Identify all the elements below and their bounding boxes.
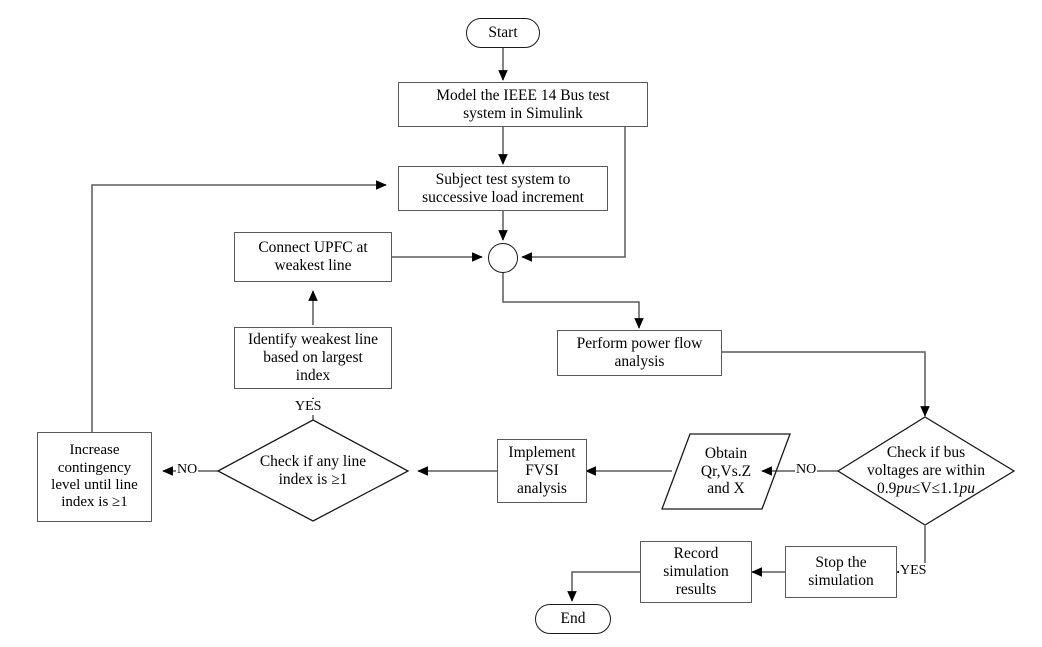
- node-subject-load-increment-label: Subject test system to successive load i…: [422, 170, 584, 206]
- node-junction-connector: [488, 243, 518, 273]
- node-record-results-label: Record simulation results: [663, 545, 729, 598]
- edge-label-no-obtain: NO: [795, 462, 818, 478]
- shape-parallelogram-obtain: [661, 433, 791, 510]
- node-end-label: End: [560, 610, 586, 628]
- node-identify-weakest-line-label: Identify weakest line based on largest i…: [248, 331, 378, 384]
- node-implement-fvsi-label: Implement FVSI analysis: [508, 444, 576, 497]
- shape-diamond-check-bus: [836, 416, 1016, 526]
- node-start[interactable]: Start: [466, 18, 540, 48]
- node-end[interactable]: End: [535, 604, 611, 634]
- node-perform-power-flow-label: Perform power flow analysis: [576, 335, 703, 370]
- node-connect-upfc-label: Connect UPFC at weakest line: [258, 239, 368, 274]
- check-bus-line3-a: 0.9: [877, 479, 897, 497]
- edge-label-no-contingency: NO: [176, 462, 199, 478]
- node-perform-power-flow[interactable]: Perform power flow analysis: [557, 330, 722, 376]
- check-bus-line3-pu1: pu: [896, 479, 912, 497]
- edge-record-to-end: [567, 571, 640, 602]
- check-bus-line3-c: ≤V≤1.1: [911, 479, 960, 497]
- edge-junction-to-perform: [502, 272, 644, 329]
- check-bus-line2: voltages are within: [867, 462, 985, 480]
- node-stop-simulation[interactable]: Stop the simulation: [785, 546, 897, 598]
- node-connect-upfc[interactable]: Connect UPFC at weakest line: [234, 232, 392, 282]
- edge-label-yes-upfc: YES: [294, 399, 323, 415]
- node-stop-simulation-label: Stop the simulation: [808, 554, 874, 589]
- node-model-system[interactable]: Model the IEEE 14 Bus test system in Sim…: [398, 82, 648, 127]
- node-start-label: Start: [488, 24, 518, 42]
- edge-increase-to-subject: [91, 180, 387, 432]
- check-bus-line1: Check if bus: [886, 444, 966, 462]
- node-increase-contingency-label: Increase contingency level until line in…: [51, 442, 138, 511]
- edge-perform-to-check-bus: [722, 351, 930, 417]
- node-increase-contingency[interactable]: Increase contingency level until line in…: [37, 432, 152, 522]
- node-obtain-parameters[interactable]: Obtain Qr,Vs.Z and X: [662, 434, 790, 509]
- check-bus-line3-pu2: pu: [959, 479, 975, 497]
- node-record-results[interactable]: Record simulation results: [640, 541, 752, 603]
- node-check-line-index[interactable]: Check if any line index is ≥1: [218, 420, 408, 521]
- shape-diamond-check-line: [216, 419, 410, 522]
- node-obtain-parameters-label: Obtain Qr,Vs.Z and X: [700, 444, 752, 498]
- node-implement-fvsi[interactable]: Implement FVSI analysis: [497, 439, 587, 503]
- node-identify-weakest-line[interactable]: Identify weakest line based on largest i…: [234, 327, 392, 389]
- node-model-system-label: Model the IEEE 14 Bus test system in Sim…: [436, 86, 610, 122]
- node-check-line-index-label: Check if any line index is ≥1: [259, 452, 367, 488]
- node-subject-load-increment[interactable]: Subject test system to successive load i…: [398, 166, 608, 211]
- edge-label-yes-stop: YES: [899, 563, 928, 579]
